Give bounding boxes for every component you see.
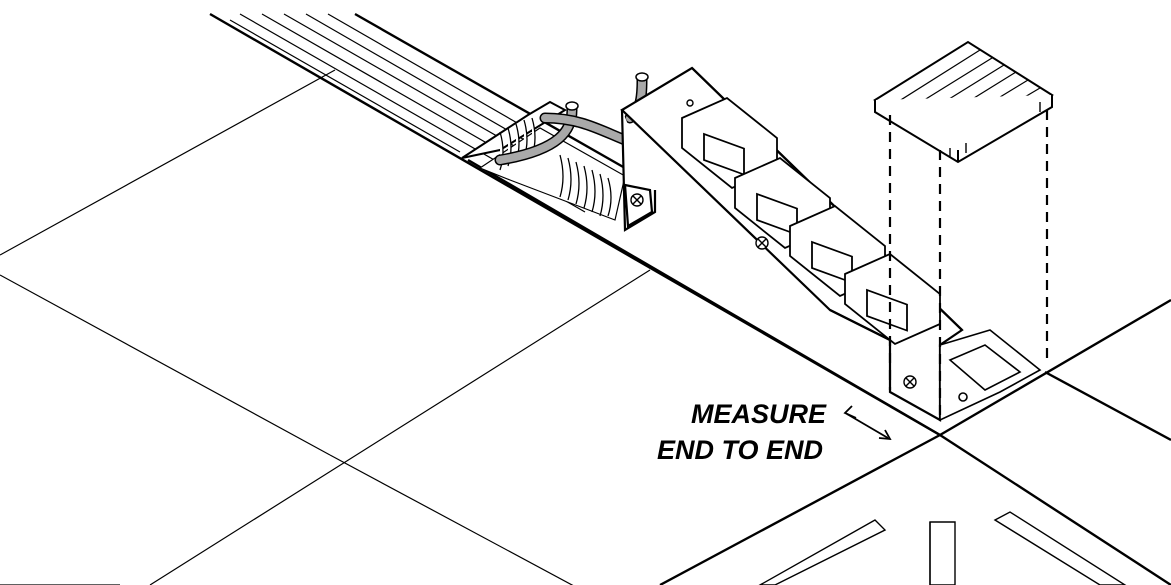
double-arrow-icon <box>843 405 892 441</box>
removable-cover <box>873 40 1054 164</box>
alignment-guides <box>888 110 1049 420</box>
outlet-4 <box>844 252 941 346</box>
callout-line-2: END TO END <box>657 435 823 465</box>
floor-tile-seams <box>0 69 651 585</box>
outlet-1 <box>681 96 778 190</box>
floor-grilles <box>758 511 1127 585</box>
callout-line-1: MEASURE <box>691 399 827 429</box>
duplex-outlet-icon <box>681 96 941 346</box>
floor-box-bracket <box>939 329 1042 422</box>
raceway-edges <box>209 12 1171 585</box>
